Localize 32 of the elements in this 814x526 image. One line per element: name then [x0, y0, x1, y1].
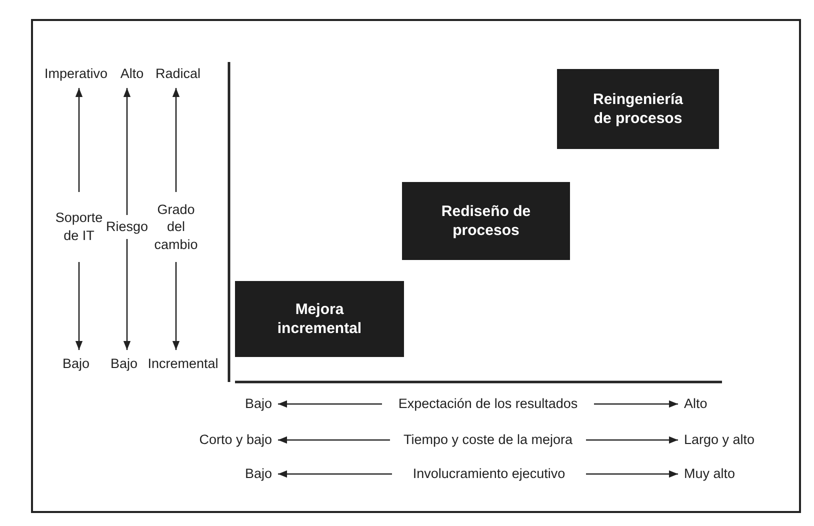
- arrow: [123, 239, 131, 350]
- axis-label: Radical: [148, 62, 208, 86]
- arrow: [586, 436, 678, 444]
- process-box: [402, 182, 570, 260]
- box-label: Reingeniería de procesos: [592, 90, 684, 128]
- axis-label: Corto y bajo: [160, 429, 272, 451]
- axis-label: Expectación de los resultados: [388, 393, 588, 415]
- axis-label: Alto: [684, 393, 764, 415]
- axis-label: Grado del cambio: [150, 192, 202, 262]
- arrow: [594, 400, 678, 408]
- arrow: [75, 262, 83, 350]
- process-box: [557, 69, 719, 149]
- arrow: [278, 470, 392, 478]
- arrow: [278, 436, 390, 444]
- arrow: [172, 262, 180, 350]
- axis-label: Imperativo: [34, 62, 118, 86]
- box-label: Mejora incremental: [276, 300, 363, 338]
- axis-label: Bajo: [56, 352, 96, 376]
- axis-label: Tiempo y coste de la mejora: [396, 429, 580, 451]
- arrow: [278, 400, 382, 408]
- axis-label: Largo y alto: [684, 429, 794, 451]
- axis-label: Involucramiento ejecutivo: [398, 463, 580, 485]
- box-label: Rediseño de procesos: [440, 202, 532, 240]
- arrow: [123, 88, 131, 215]
- arrow: [586, 470, 678, 478]
- arrow: [172, 88, 180, 192]
- axis-label: Alto: [116, 62, 148, 86]
- process-box: [235, 281, 404, 357]
- axis-label: Muy alto: [684, 463, 764, 485]
- axis-label: Bajo: [200, 393, 272, 415]
- axis-label: Bajo: [200, 463, 272, 485]
- arrow: [75, 88, 83, 192]
